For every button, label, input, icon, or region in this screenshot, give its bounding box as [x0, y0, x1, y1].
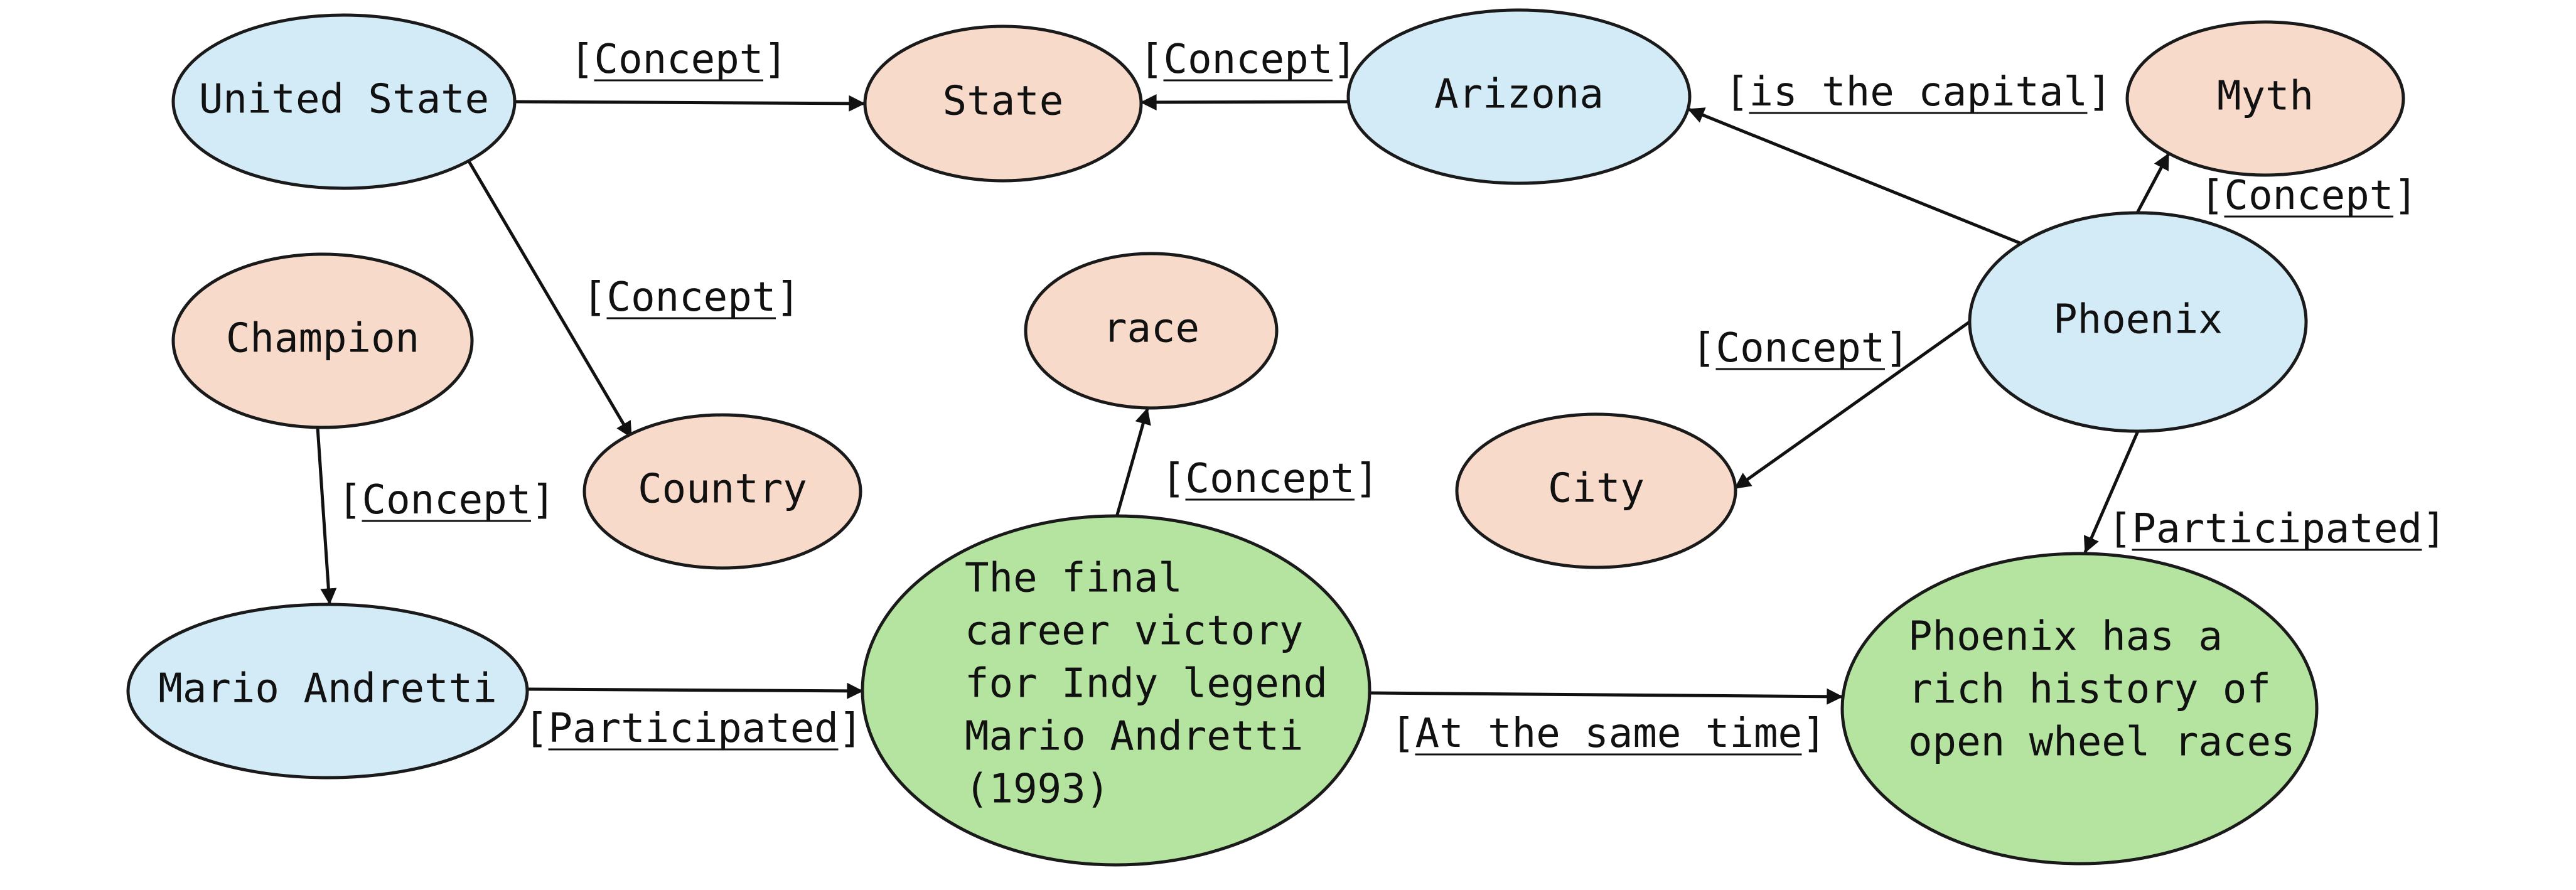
- edge-mario-victory-label-text: [Participated]: [524, 705, 862, 752]
- node-united-state-ellipse: [171, 13, 517, 190]
- node-champion-label-line: Champion: [226, 316, 419, 362]
- node-final-victory: The final career victory for Indy legendMa…: [861, 514, 1371, 867]
- node-final-victory-label-line: The final: [965, 555, 1183, 602]
- node-arizona-label-line: Arizona: [1434, 72, 1604, 118]
- edge-phoenix-city-label-value: Concept: [1716, 325, 1886, 372]
- node-mario-andretti-label-line: Mario Andretti: [158, 666, 496, 712]
- node-phoenix-history-ellipse: [1840, 552, 2319, 866]
- edges-layer: [316, 94, 2171, 705]
- nodes-layer: United State State Arizona MythChampionCoun…: [126, 8, 2405, 867]
- node-country-label-line: Country: [638, 466, 807, 513]
- node-country: Country: [582, 413, 862, 570]
- edge-us-country-label-text: [Concept]: [582, 274, 800, 321]
- edge-phoenix-history-label-text: [Participated]: [2108, 506, 2446, 552]
- edge-phoenix-history-label: [Participated]: [2108, 506, 2446, 552]
- node-united-state: United State: [171, 13, 517, 190]
- edge-victory-race-label-value: Concept: [1186, 456, 1355, 502]
- edge-arizona-state-label-text: [Concept]: [1139, 36, 1357, 83]
- node-myth: Myth: [2125, 20, 2405, 177]
- edge-phoenix-city-label: [Concept]: [1692, 325, 1909, 372]
- node-state: State: [863, 24, 1143, 183]
- edge-us-country-label: [Concept]: [582, 274, 800, 321]
- node-country-ellipse: [582, 413, 862, 570]
- edge-champion-mario-label: [Concept]: [338, 477, 555, 523]
- node-phoenix-history-label-line: open wheel races: [1908, 719, 2295, 766]
- node-final-victory-label-line: (1993): [965, 766, 1110, 813]
- node-state-label-line: State: [943, 78, 1064, 125]
- node-mario-andretti: Mario Andretti: [126, 603, 529, 780]
- node-phoenix-ellipse: [1968, 211, 2308, 433]
- node-race-label-line: race: [1103, 306, 1199, 352]
- edge-victory-race-label: [Concept]: [1161, 456, 1379, 502]
- node-race: race: [1024, 252, 1279, 410]
- edge-arizona-state-label: [Concept]: [1139, 36, 1357, 83]
- edge-victory-history-label-text: [At the same time]: [1391, 710, 1827, 757]
- edge-phoenix-myth-label-text: [Concept]: [2200, 173, 2418, 219]
- edge-phoenix-myth-label: [Concept]: [2200, 173, 2418, 219]
- edge-us-country-arrow: [467, 160, 633, 439]
- edge-mario-victory-arrow: [527, 682, 864, 699]
- node-phoenix-history-label-line: rich history of: [1908, 667, 2271, 713]
- node-arizona: Arizona: [1346, 8, 1692, 185]
- node-final-victory-label-line: Mario Andretti: [965, 714, 1303, 760]
- edge-champion-mario-label-text: [Concept]: [338, 477, 555, 523]
- node-phoenix-history-label-line: Phoenix has a: [1908, 614, 2223, 660]
- node-arizona-ellipse: [1346, 8, 1692, 185]
- edge-arizona-state-label-value: Concept: [1164, 36, 1333, 83]
- edge-us-state-label-text: [Concept]: [570, 36, 788, 83]
- node-city: City: [1455, 412, 1737, 569]
- node-champion-ellipse: [171, 252, 474, 429]
- edge-phoenix-myth-arrow: [2135, 153, 2171, 214]
- node-myth-ellipse: [2125, 20, 2405, 177]
- edge-phoenix-arizona-label-value: is the capital: [1749, 69, 2088, 115]
- edge-phoenix-city-arrow: [1734, 319, 1972, 490]
- node-champion: Champion: [171, 252, 474, 429]
- edge-phoenix-arizona-label: [is the capital]: [1725, 69, 2112, 115]
- node-race-ellipse: [1024, 252, 1279, 410]
- edge-victory-history-label-value: At the same time: [1415, 710, 1803, 757]
- edge-us-country-label-value: Concept: [607, 274, 776, 321]
- edge-mario-victory-label: [Participated]: [524, 705, 862, 752]
- edge-phoenix-arizona-arrow: [1687, 107, 2025, 247]
- node-united-state-label-line: United State: [199, 77, 489, 123]
- edge-phoenix-arizona-label-text: [is the capital]: [1725, 69, 2112, 115]
- node-phoenix-history: Phoenix has a rich history of open wheel r…: [1840, 552, 2319, 866]
- edge-labels-layer: [Concept] [Concept] [Concept] [is the capit…: [338, 36, 2446, 757]
- edge-phoenix-history-arrow: [2083, 431, 2140, 554]
- node-mario-andretti-ellipse: [126, 603, 529, 780]
- edge-victory-history-arrow: [1369, 688, 1843, 705]
- edge-phoenix-myth-label-value: Concept: [2224, 173, 2394, 219]
- node-final-victory-ellipse: [861, 514, 1371, 867]
- edge-phoenix-city-label-text: [Concept]: [1692, 325, 1909, 372]
- edge-victory-race-label-text: [Concept]: [1161, 456, 1379, 502]
- node-state-ellipse: [863, 24, 1143, 183]
- edge-mario-victory-label-value: Participated: [549, 705, 839, 752]
- edge-champion-mario-label-value: Concept: [362, 477, 532, 523]
- node-myth-label-line: Myth: [2217, 73, 2314, 120]
- edge-champion-mario-arrow: [316, 427, 337, 605]
- edge-us-state-label: [Concept]: [570, 36, 788, 83]
- node-city-label-line: City: [1548, 466, 1645, 512]
- edge-victory-history-label: [At the same time]: [1391, 710, 1827, 757]
- edge-phoenix-history-label-value: Participated: [2132, 506, 2422, 552]
- edge-victory-race-arrow: [1115, 407, 1151, 515]
- node-final-victory-label-line: career victory: [965, 608, 1303, 655]
- node-phoenix: Phoenix: [1968, 211, 2308, 433]
- node-final-victory-label-line: for Indy legend: [965, 661, 1328, 707]
- node-phoenix-label-line: Phoenix: [2053, 297, 2223, 343]
- edge-us-state-arrow: [514, 95, 866, 112]
- node-city-ellipse: [1455, 412, 1737, 569]
- edge-us-state-label-value: Concept: [594, 36, 764, 83]
